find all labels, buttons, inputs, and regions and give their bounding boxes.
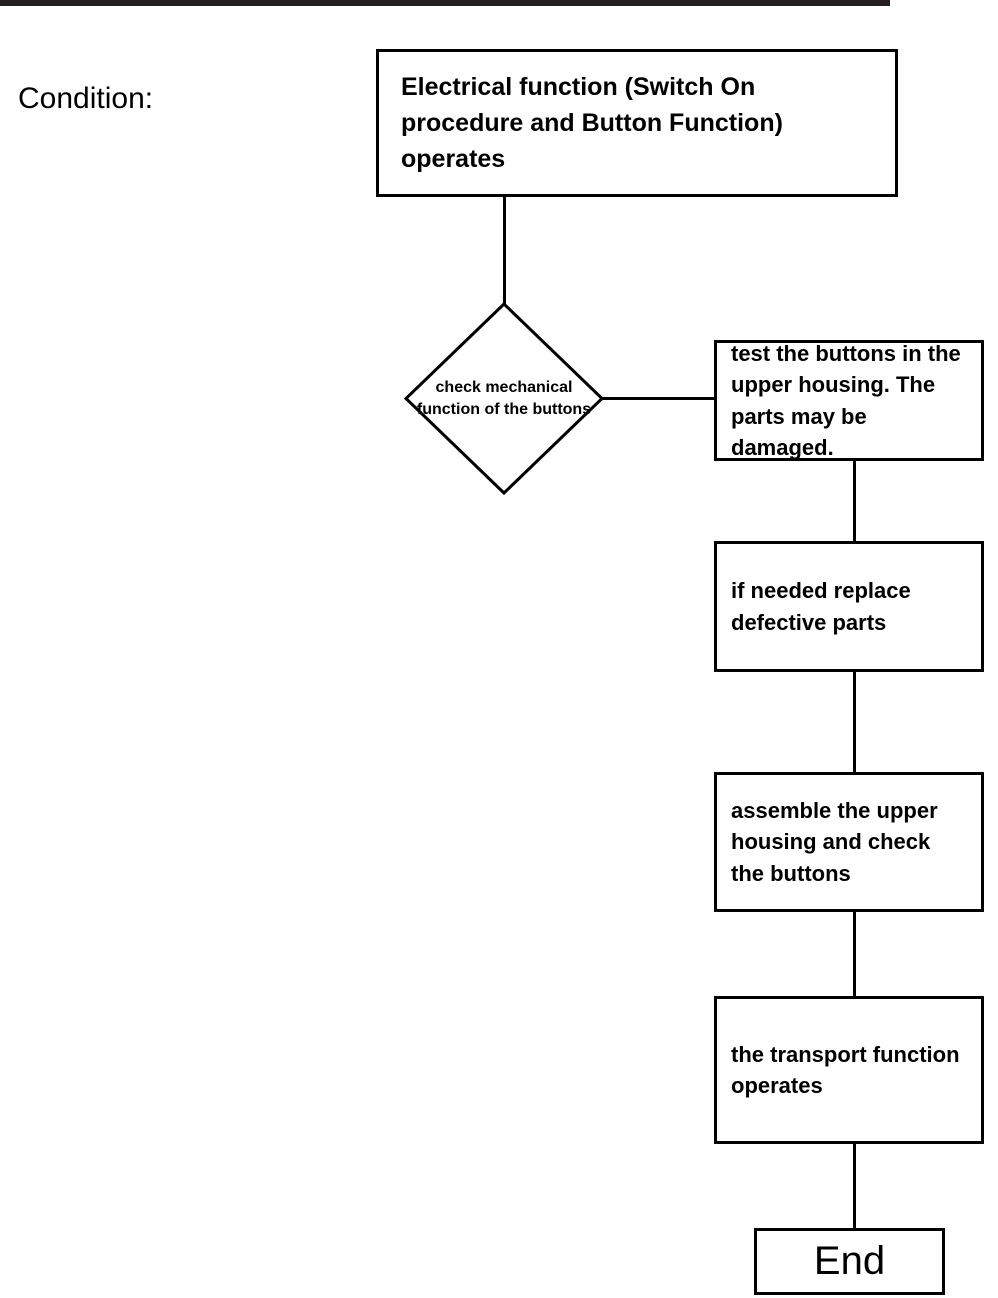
- flowchart-node-test[interactable]: test the buttons in the upper housing. T…: [714, 340, 984, 461]
- condition-label: Condition:: [18, 82, 154, 115]
- flowchart-node-assemble-label: assemble the upper housing and check the…: [731, 798, 938, 886]
- flowchart-node-end[interactable]: End: [754, 1228, 945, 1295]
- flowchart-node-transport[interactable]: the transport function operates: [714, 996, 984, 1144]
- connector-replace-to-assemble: [853, 672, 856, 773]
- flowchart-node-decision[interactable]: check mechanical function of the buttons: [403, 301, 605, 496]
- flowchart-node-end-label: End: [813, 1239, 886, 1284]
- flowchart-node-test-label: test the buttons in the upper housing. T…: [731, 341, 961, 460]
- connector-start-to-decision: [503, 197, 506, 305]
- flowchart-node-start-label: Electrical function (Switch On procedure…: [401, 73, 783, 173]
- connector-transport-to-end: [853, 1144, 856, 1229]
- flowchart-node-replace-label: if needed replace defective parts: [731, 578, 911, 635]
- flowchart-node-assemble[interactable]: assemble the upper housing and check the…: [714, 772, 984, 912]
- flowchart-node-transport-label: the transport function operates: [731, 1041, 960, 1098]
- connector-decision-to-test: [603, 397, 716, 400]
- flowchart-node-replace[interactable]: if needed replace defective parts: [714, 541, 984, 672]
- flowchart-node-start[interactable]: Electrical function (Switch On procedure…: [376, 49, 898, 197]
- diamond-shape-icon: [403, 301, 605, 496]
- connector-assemble-to-transport: [853, 912, 856, 997]
- connector-test-to-replace: [853, 461, 856, 542]
- top-rule-divider: [0, 0, 890, 6]
